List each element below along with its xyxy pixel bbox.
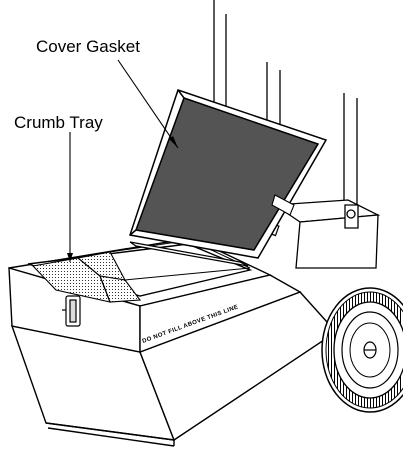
cover-gasket-label: Cover Gasket xyxy=(36,37,140,56)
cover-gasket-leader xyxy=(117,59,179,149)
callout-arrowheads xyxy=(67,136,178,262)
rear-bin xyxy=(273,199,381,269)
lid xyxy=(129,89,328,259)
lid-prop xyxy=(271,194,295,216)
hopper-body xyxy=(10,291,338,447)
crumb-tray-label: Crumb Tray xyxy=(14,113,103,132)
front-latch xyxy=(62,295,81,327)
crumb-tray xyxy=(31,251,142,303)
callout-leaders xyxy=(69,59,179,262)
vertical-rods xyxy=(213,0,358,222)
wheel xyxy=(321,287,403,413)
